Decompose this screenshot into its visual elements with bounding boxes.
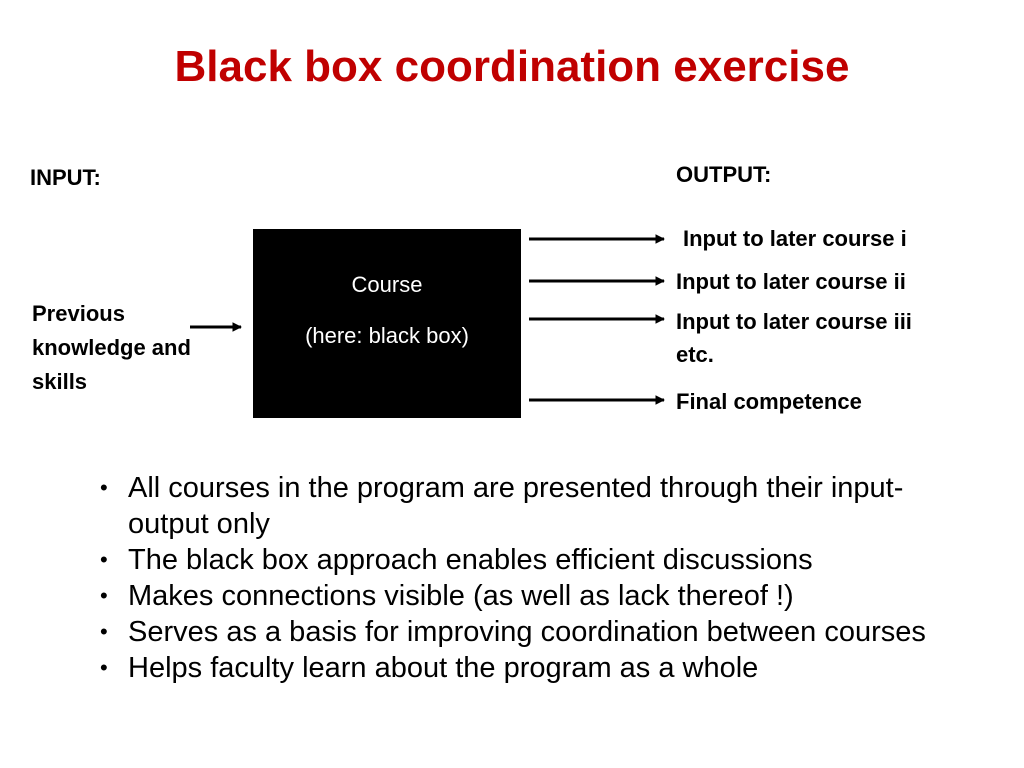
input-heading: INPUT: xyxy=(30,165,101,190)
bullet-dot-icon: • xyxy=(100,619,108,644)
bullet-dot-icon: • xyxy=(100,655,108,680)
bullet-item: •Makes connections visible (as well as l… xyxy=(100,580,794,612)
bullet-item: •Serves as a basis for improving coordin… xyxy=(100,616,926,648)
input-description: Previous knowledge and skills xyxy=(32,301,191,394)
bullet-list: •All courses in the program are presente… xyxy=(100,470,980,686)
output-item: Input to later course i xyxy=(683,226,907,251)
slide-title: Black box coordination exercise xyxy=(174,42,850,91)
bullet-dot-icon: • xyxy=(100,583,108,608)
bullet-dot-icon: • xyxy=(100,475,108,500)
bullet-item: •All courses in the program are presente… xyxy=(100,472,904,540)
bullet-dot-icon: • xyxy=(100,547,108,572)
output-heading: OUTPUT: xyxy=(676,162,772,187)
box-label-course: Course xyxy=(351,272,423,297)
bullet-item: •The black box approach enables efficien… xyxy=(100,544,813,576)
output-item: Input to later course ii xyxy=(676,269,906,294)
bullet-item: •Helps faculty learn about the program a… xyxy=(100,652,759,684)
output-item: etc. xyxy=(676,342,714,367)
box-label-subtitle: (here: black box) xyxy=(305,323,469,348)
output-item: Final competence xyxy=(676,389,862,414)
course-black-box: Course (here: black box) xyxy=(253,229,521,418)
output-item: Input to later course iii xyxy=(676,309,912,334)
